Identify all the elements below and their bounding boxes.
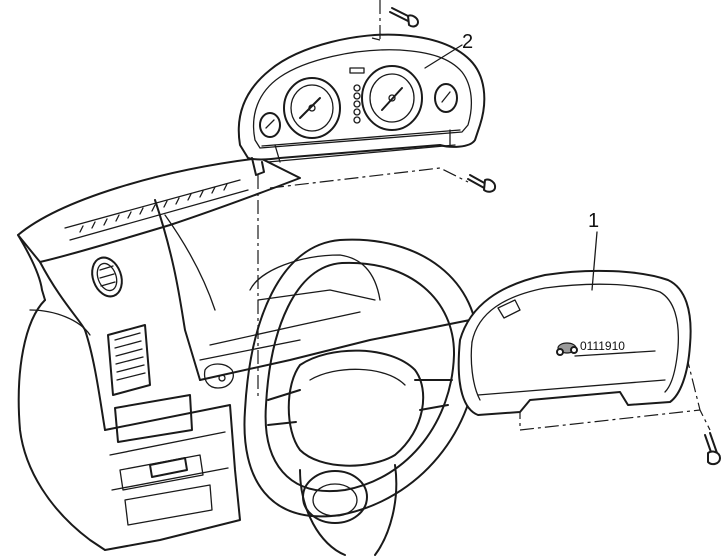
- callout-1: 1: [588, 210, 599, 232]
- callout-2: 2: [462, 31, 473, 53]
- left-round-vent: [91, 256, 123, 298]
- steering-wheel: [243, 238, 480, 556]
- ignition-switch: [203, 363, 234, 389]
- instrument-cluster-lower: 0111910: [457, 269, 692, 416]
- tachometer: [283, 77, 341, 139]
- screw-top: [389, 7, 419, 28]
- warning-lights: [349, 67, 365, 124]
- center-vent: [107, 324, 151, 396]
- car-icon: [556, 342, 578, 356]
- speedometer: [361, 65, 423, 131]
- instrument-cluster-upper: [237, 33, 486, 176]
- odometer-reading: 0111910: [580, 339, 625, 353]
- dashboard: [17, 157, 471, 551]
- screw-bottom: [704, 432, 721, 466]
- defroster-vent: [79, 183, 228, 233]
- screw-right: [467, 174, 497, 193]
- odometer-display: 0111910: [556, 339, 656, 357]
